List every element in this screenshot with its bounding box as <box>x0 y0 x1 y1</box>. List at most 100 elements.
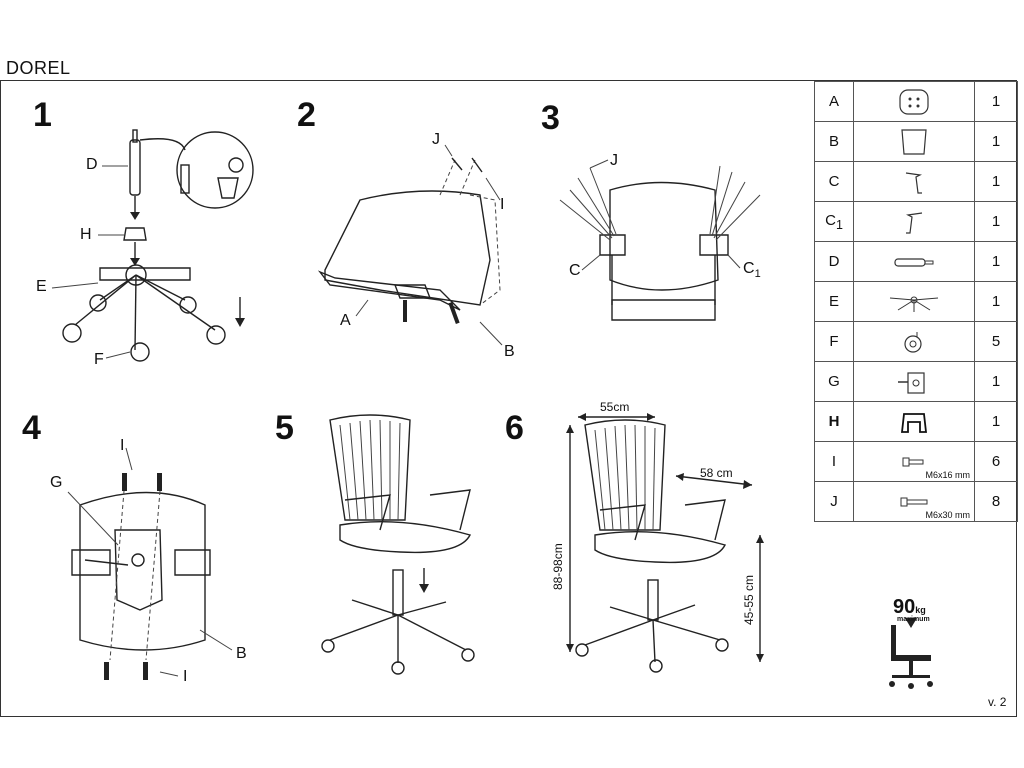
part-letter: A <box>814 81 854 122</box>
arrowhead-5 <box>419 584 429 593</box>
base-arm-3 <box>652 619 656 663</box>
label-b: B <box>504 343 515 360</box>
base-plate <box>99 267 191 281</box>
armrest-right <box>429 489 471 531</box>
mechanism-plate <box>114 529 163 611</box>
step-4-drawing <box>67 447 233 680</box>
base-arm-1 <box>584 619 654 646</box>
caster-1 <box>575 643 589 657</box>
part-letter-text: I <box>831 453 837 470</box>
label-i-bottom: I <box>183 668 188 685</box>
part-letter: D <box>814 241 854 282</box>
part-letter: E <box>814 281 854 322</box>
screw-i <box>471 157 483 173</box>
part-letter-subscript: 1 <box>835 217 843 232</box>
label-i: I <box>500 196 505 213</box>
max-load-unit: kg <box>915 605 926 615</box>
backrest <box>584 419 666 531</box>
part-picture <box>853 281 975 322</box>
part-quantity: 1 <box>974 121 1018 162</box>
caster-1 <box>62 323 82 343</box>
caster-3 <box>206 325 226 345</box>
part-quantity: 1 <box>974 281 1018 322</box>
part-quantity: 1 <box>974 161 1018 202</box>
mechanism-icon <box>854 368 974 396</box>
backrest-panel <box>609 181 719 291</box>
part-letter-text: G <box>828 373 840 390</box>
part-letter: C <box>814 161 854 202</box>
dimension-height: 88-98cm <box>551 543 565 590</box>
detail-leader <box>139 138 186 151</box>
step-1-drawing <box>51 129 254 362</box>
screw-spec: M6x16 mm <box>925 470 970 480</box>
detail-circle <box>176 131 254 209</box>
part-letter-text: F <box>829 333 839 350</box>
part-quantity: 1 <box>974 361 1018 402</box>
arrowhead-2 <box>130 258 140 266</box>
step-number-3: 3 <box>541 99 560 137</box>
part-letter: F <box>814 321 854 362</box>
dimension-seat-height: 45-55 cm <box>742 574 756 625</box>
caster-4 <box>179 296 197 314</box>
short-screw-icon <box>854 455 974 469</box>
label-f: F <box>94 351 104 368</box>
step-2-drawing <box>317 144 503 346</box>
seat-icon <box>854 87 974 117</box>
part-quantity: 6 <box>974 441 1018 482</box>
armrest-left <box>344 494 391 531</box>
arrowhead-3 <box>235 318 245 327</box>
parts-row: I M6x16 mm 6 <box>814 441 1018 482</box>
step-number-1: 1 <box>33 96 52 134</box>
part-quantity: 1 <box>974 401 1018 442</box>
label-j-3: J <box>610 152 618 169</box>
label-b-4: B <box>236 645 247 662</box>
screw-j <box>451 157 463 171</box>
base-arm-2 <box>134 274 137 351</box>
base-arm-2 <box>652 619 721 641</box>
part-letter: I <box>814 441 854 482</box>
base-arm-5 <box>652 604 696 621</box>
part-letter-text: H <box>828 413 840 430</box>
max-load-caption: maximum <box>897 616 930 623</box>
detail-pin <box>180 164 190 194</box>
base-arm-4 <box>609 606 654 621</box>
seat <box>594 530 727 564</box>
label-d: D <box>86 156 98 173</box>
seat-underside <box>79 491 206 651</box>
max-load-value: 90 <box>893 596 916 618</box>
step-6-drawing <box>566 413 764 673</box>
caster-2 <box>461 648 475 662</box>
base-arm-2 <box>397 614 467 651</box>
step-number-2: 2 <box>297 96 316 134</box>
step-3-drawing <box>559 159 761 321</box>
step-number-5: 5 <box>275 409 294 447</box>
part-letter-text: C <box>825 211 836 229</box>
label-j: J <box>432 131 440 148</box>
label-c: C <box>569 262 581 279</box>
caster-3 <box>391 661 405 675</box>
base-arm-1 <box>329 614 399 641</box>
label-g: G <box>50 474 63 491</box>
caster-1 <box>321 639 335 653</box>
gas-lift-cover <box>123 227 147 241</box>
label-e: E <box>36 278 47 295</box>
backrest <box>329 414 411 521</box>
screw-spec: M6x30 mm <box>925 510 970 520</box>
screw-top-1 <box>122 473 127 491</box>
lever-plate-left <box>71 549 111 576</box>
cap-icon <box>228 157 244 173</box>
gas-lift-cylinder <box>129 139 141 196</box>
star-base-icon <box>854 290 974 314</box>
seat-edge <box>317 270 461 311</box>
depth-arrow <box>675 475 753 486</box>
backrest-outline <box>469 194 501 306</box>
part-letter: B <box>814 121 854 162</box>
screw-bottom-1 <box>403 300 407 322</box>
label-h: H <box>80 226 92 243</box>
bracket-c <box>599 234 626 256</box>
